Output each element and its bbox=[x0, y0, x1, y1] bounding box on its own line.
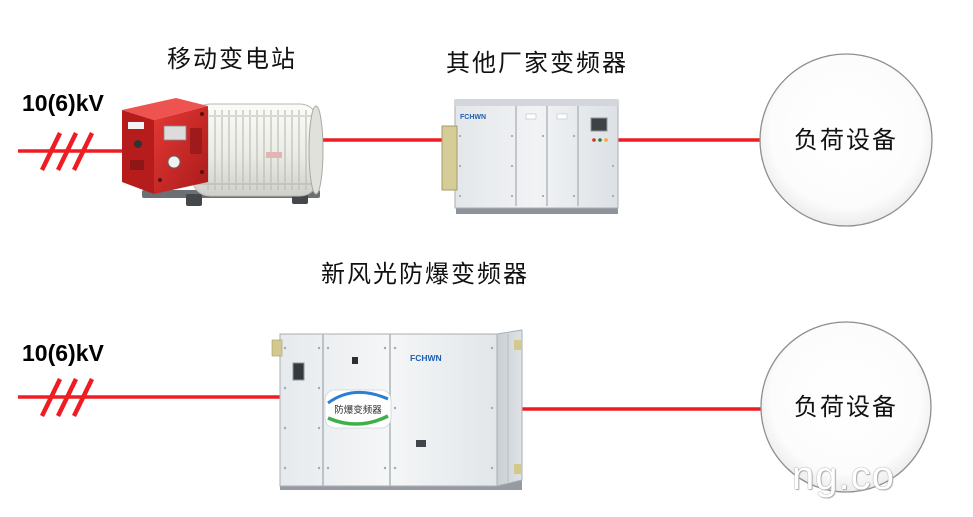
side-junction-box bbox=[441, 125, 458, 191]
explosion-proof-badge: 防爆变频器 bbox=[324, 389, 392, 429]
bottom-phase-slash-2 bbox=[55, 378, 79, 417]
tank-end-flange bbox=[308, 105, 324, 195]
control-screen bbox=[590, 117, 608, 132]
cabinet-base bbox=[456, 206, 618, 214]
other-inverter-caption: 其他厂家变频器 bbox=[446, 49, 628, 77]
right-bottom-bracket bbox=[514, 464, 522, 474]
indicator-light-green bbox=[598, 138, 602, 142]
top-three-phase-symbol bbox=[39, 132, 95, 171]
other-inverter-logo: FCHWN bbox=[460, 114, 486, 121]
explosion-proof-switch-box bbox=[122, 98, 208, 194]
right-top-bracket bbox=[514, 340, 522, 350]
explosion-proof-inverter-caption: 新风光防爆变频器 bbox=[321, 260, 529, 288]
mobile-substation-illustration bbox=[122, 98, 324, 206]
bottom-voltage-label: 10(6)kV bbox=[22, 340, 104, 366]
badge-text: 防爆变频器 bbox=[334, 404, 382, 416]
top-load-circle bbox=[759, 53, 933, 227]
transformer-tank bbox=[191, 103, 324, 197]
top-phase-slash-2 bbox=[55, 132, 79, 171]
panel-label bbox=[352, 357, 358, 364]
watermark: ng.co bbox=[792, 454, 895, 498]
top-load-label: 负荷设备 bbox=[794, 126, 898, 154]
cabinet-screws bbox=[458, 134, 615, 198]
bottom-phase-slash-1 bbox=[39, 378, 63, 417]
panel-small-plate bbox=[416, 440, 426, 447]
bottom-phase-slash-3 bbox=[71, 378, 95, 417]
indicator-light-yellow bbox=[604, 138, 608, 142]
cabinet-panel-dividers bbox=[515, 106, 579, 206]
indicator-light-red bbox=[592, 138, 596, 142]
bottom-load-circle bbox=[760, 321, 932, 493]
bottom-three-phase-symbol bbox=[39, 378, 95, 417]
top-phase-slash-3 bbox=[71, 132, 95, 171]
explosion-proof-inverter-illustration: 防爆变频器 FCHWN bbox=[271, 329, 523, 490]
bottom-load-label: 负荷设备 bbox=[794, 393, 898, 421]
top-voltage-label: 10(6)kV bbox=[22, 90, 104, 116]
tank-nameplate bbox=[266, 152, 282, 158]
cabinet-screws bbox=[283, 346, 494, 470]
other-vendor-inverter-illustration: FCHWN bbox=[441, 99, 619, 214]
top-phase-slash-1 bbox=[39, 132, 63, 171]
switch-box-knob bbox=[134, 140, 142, 148]
substation-caption: 移动变电站 bbox=[167, 45, 297, 73]
control-screen bbox=[292, 362, 305, 381]
left-bracket bbox=[271, 339, 283, 357]
explosion-proof-inverter-logo: FCHWN bbox=[410, 353, 442, 363]
cabinet-right-side bbox=[496, 329, 523, 487]
switch-box-gauge bbox=[167, 155, 181, 169]
